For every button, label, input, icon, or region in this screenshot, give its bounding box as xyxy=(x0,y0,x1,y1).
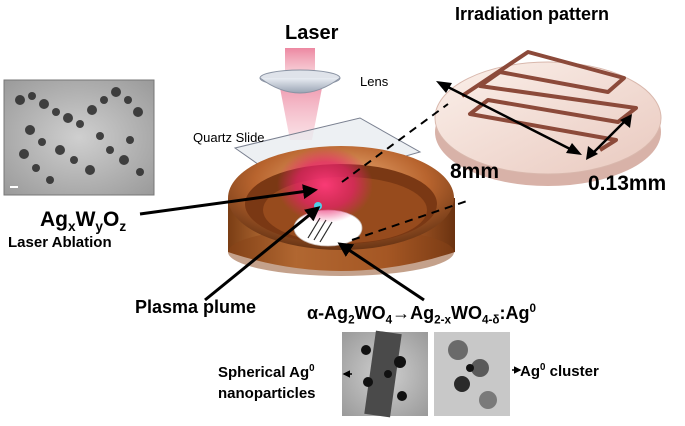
laser-label: Laser xyxy=(285,22,339,44)
laser-ablation-label: Laser Ablation xyxy=(8,234,112,251)
length-8mm-label: 8mm xyxy=(450,160,500,183)
cluster-label: Ag0 cluster xyxy=(520,362,599,380)
irradiation-pattern-title: Irradiation pattern xyxy=(455,4,610,24)
arrow-reaction xyxy=(337,242,425,302)
plasma-plume-glow xyxy=(277,147,373,223)
right-arrow-icon: → xyxy=(392,303,411,323)
tem-image-cluster xyxy=(434,332,510,416)
arrow-plasma-plume xyxy=(204,206,321,302)
lens-icon xyxy=(259,69,341,94)
laser-beam xyxy=(280,48,322,140)
width-013mm-label: 0.13mm xyxy=(588,172,667,195)
tem-image-agxwyoz xyxy=(3,79,155,196)
reaction-equation: α-Ag2WO4→Ag2-xWO4-δ:Ag0 xyxy=(307,302,536,327)
quartz-slide-label: Quartz Slide xyxy=(193,130,265,145)
projection-line-top xyxy=(341,103,449,183)
dimension-013mm-arrow xyxy=(586,114,632,160)
projection-line-bottom xyxy=(351,199,471,241)
spherical-label-line2: nanoparticles xyxy=(218,385,316,402)
dimension-8mm-arrow xyxy=(436,81,582,155)
irradiation-pattern-disk xyxy=(434,50,662,186)
lens-label: Lens xyxy=(360,74,389,89)
spherical-label-line1: Spherical Ag0 xyxy=(218,363,315,381)
agxwyoz-formula: AgxWyOz xyxy=(40,208,127,235)
plasma-plume-label: Plasma plume xyxy=(135,297,257,317)
arrow-agxwyoz xyxy=(139,184,318,216)
tem-image-spherical xyxy=(342,330,428,418)
